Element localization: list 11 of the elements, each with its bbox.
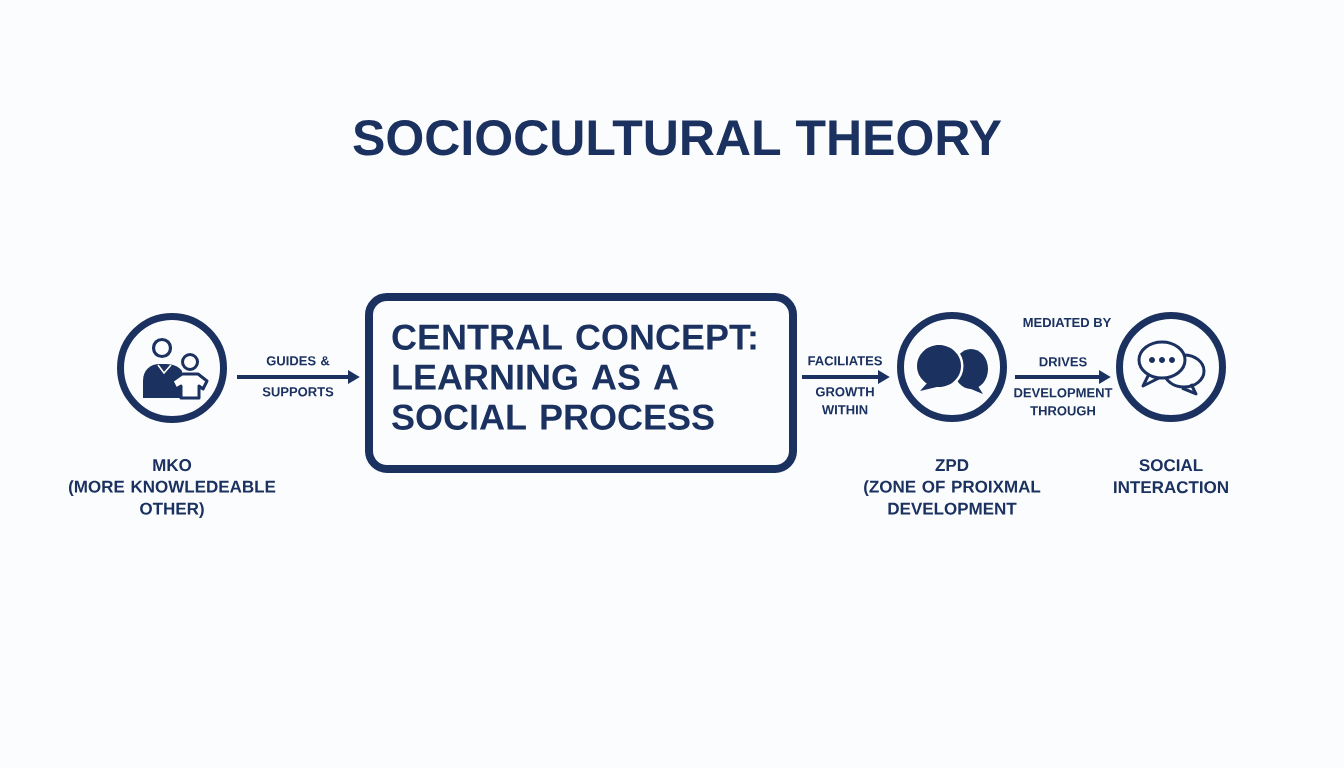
node-title: SOCIAL INTERACTION [1114,459,1228,494]
title: SOCIOCULTURAL THEORY [353,120,1002,156]
node-title: MKO [153,459,192,472]
node-subtitle: (ZONE OF PROIXMAL DEVELOPMENT [864,480,1041,515]
node-title: ZPD [935,459,969,471]
concept-box: CENTRAL CONCEPT: LEARNING AS A SOCIAL PROCESS [365,293,797,473]
edge-label: DRIVES DEVELOPMENT THROUGH [1014,357,1113,416]
edge-label: FACILIATES GROWTH WITHIN [808,356,882,415]
annotation: MEDIATED BY [1023,318,1112,327]
node-subtitle: (MORE KNOWLEDEABLE OTHER) [69,480,276,519]
edge-label: GUIDES & SUPPORTS [262,356,334,397]
